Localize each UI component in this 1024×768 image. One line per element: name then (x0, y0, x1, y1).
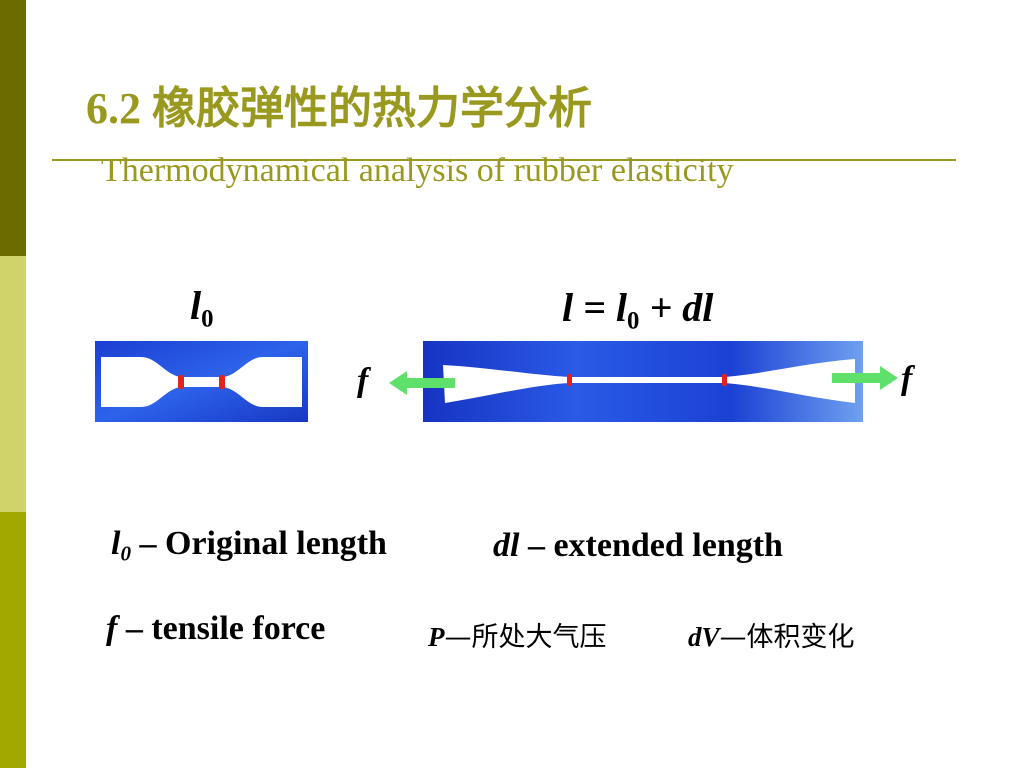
legend-extended-length: dl – extended length (493, 527, 783, 565)
legend-original-length: l0 – Original length (111, 525, 387, 566)
legend-dv-symbol: dV (688, 622, 720, 652)
title-divider (52, 159, 956, 161)
label-extended-prefix: l = l (562, 285, 628, 330)
legend-p-text: —所处大气压 (444, 622, 607, 653)
legend-l0-subscript: 0 (120, 541, 131, 566)
force-arrow-left-icon (389, 371, 455, 395)
label-original-symbol: l (190, 283, 202, 328)
force-label-left: f (357, 362, 369, 399)
legend-dl-symbol: dl (493, 527, 520, 564)
label-original-length: l0 (190, 282, 214, 333)
gauge-mark-right-stretched (722, 374, 727, 386)
legend-dl-text: – extended length (519, 527, 783, 564)
specimen-stretched-shape (443, 359, 855, 403)
gauge-mark-right (219, 375, 225, 389)
legend-p-symbol: P (428, 622, 445, 652)
decor-band-middle (0, 256, 26, 512)
legend-pressure: P—所处大气压 (428, 615, 607, 654)
specimen-unstretched (95, 341, 308, 422)
label-extended-suffix: + dl (639, 285, 714, 330)
legend-tensile-force: f – tensile force (106, 610, 325, 648)
legend-l0-text: – Original length (131, 525, 387, 562)
gauge-mark-left (178, 375, 184, 389)
decor-band-top (0, 0, 26, 256)
gauge-mark-left-stretched (567, 374, 572, 386)
legend-f-text: – tensile force (117, 610, 326, 647)
legend-dv-text: —体积变化 (719, 622, 855, 653)
legend-f-symbol: f (106, 610, 118, 647)
specimen-stretched (423, 341, 863, 422)
specimen-unstretched-shape (101, 357, 302, 407)
label-original-subscript: 0 (201, 305, 214, 333)
force-label-right: f (901, 360, 913, 397)
slide-subtitle: Thermodynamical analysis of rubber elast… (101, 152, 734, 189)
decor-band-bottom (0, 512, 26, 768)
label-extended-length: l = l0 + dl (562, 284, 713, 335)
legend-l0-symbol: l (111, 525, 121, 562)
label-extended-subscript: 0 (627, 307, 640, 335)
force-arrow-right-icon (832, 366, 898, 390)
legend-volume-change: dV—体积变化 (688, 615, 855, 654)
slide-title: 6.2 橡胶弹性的热力学分析 (86, 84, 592, 133)
